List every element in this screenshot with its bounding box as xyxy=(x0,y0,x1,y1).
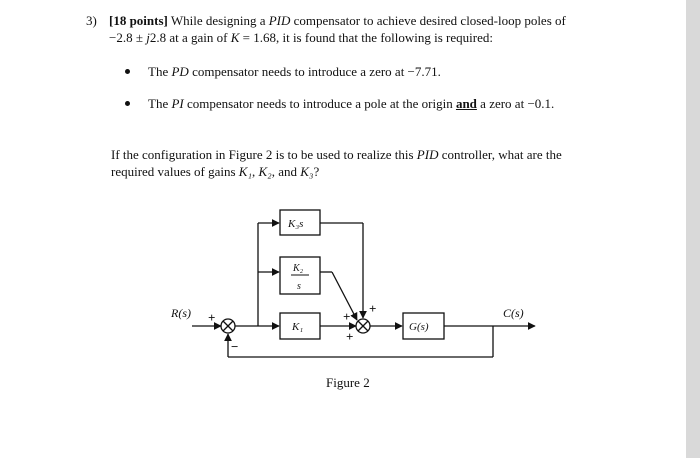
input-label: R(s) xyxy=(170,306,191,320)
block-plant xyxy=(402,312,445,340)
block-k2-numerator: K₂ xyxy=(292,263,304,274)
figure-caption: Figure 2 xyxy=(326,375,370,390)
question-line-1: [18 points] While designing a PID compen… xyxy=(109,13,566,28)
block-k2-denominator: s xyxy=(297,281,301,292)
plant-label: G(s) xyxy=(409,321,429,333)
prompt-line-1: If the configuration in Figure 2 is to b… xyxy=(111,147,562,162)
question-points: [18 points] xyxy=(109,13,168,28)
block-k3 xyxy=(279,209,321,236)
k2-output-diagonal xyxy=(331,271,358,321)
bullet-pi-requirement: The PI compensator needs to introduce a … xyxy=(125,95,554,112)
summing-junction-1-cross-b xyxy=(222,320,234,332)
junction-1-plus-sign: + xyxy=(208,310,215,325)
block-k1-label: K₁ xyxy=(291,321,303,333)
junction-2-plus-sign-left: + xyxy=(346,329,353,344)
bullet-dot xyxy=(125,101,130,106)
bullet-dot xyxy=(125,69,130,74)
output-label: C(s) xyxy=(503,306,524,320)
junction-2-plus-sign-top: + xyxy=(369,301,376,316)
bullet-pd-requirement: The PD compensator needs to introduce a … xyxy=(125,63,441,80)
block-k3-label: K₃s xyxy=(287,218,303,230)
junction-1-minus-sign: − xyxy=(231,339,238,354)
page-edge xyxy=(686,0,700,458)
prompt-line-2: required values of gains K₁, K₂, and K₃? xyxy=(111,164,320,179)
question-line-2: −2.8 ± j2.8 at a gain of K = 1.68, it is… xyxy=(109,30,493,45)
question-number: 3) xyxy=(86,13,97,28)
junction-2-plus-sign-diagonal: + xyxy=(343,309,350,324)
summing-junction-2-cross-b xyxy=(357,320,369,332)
